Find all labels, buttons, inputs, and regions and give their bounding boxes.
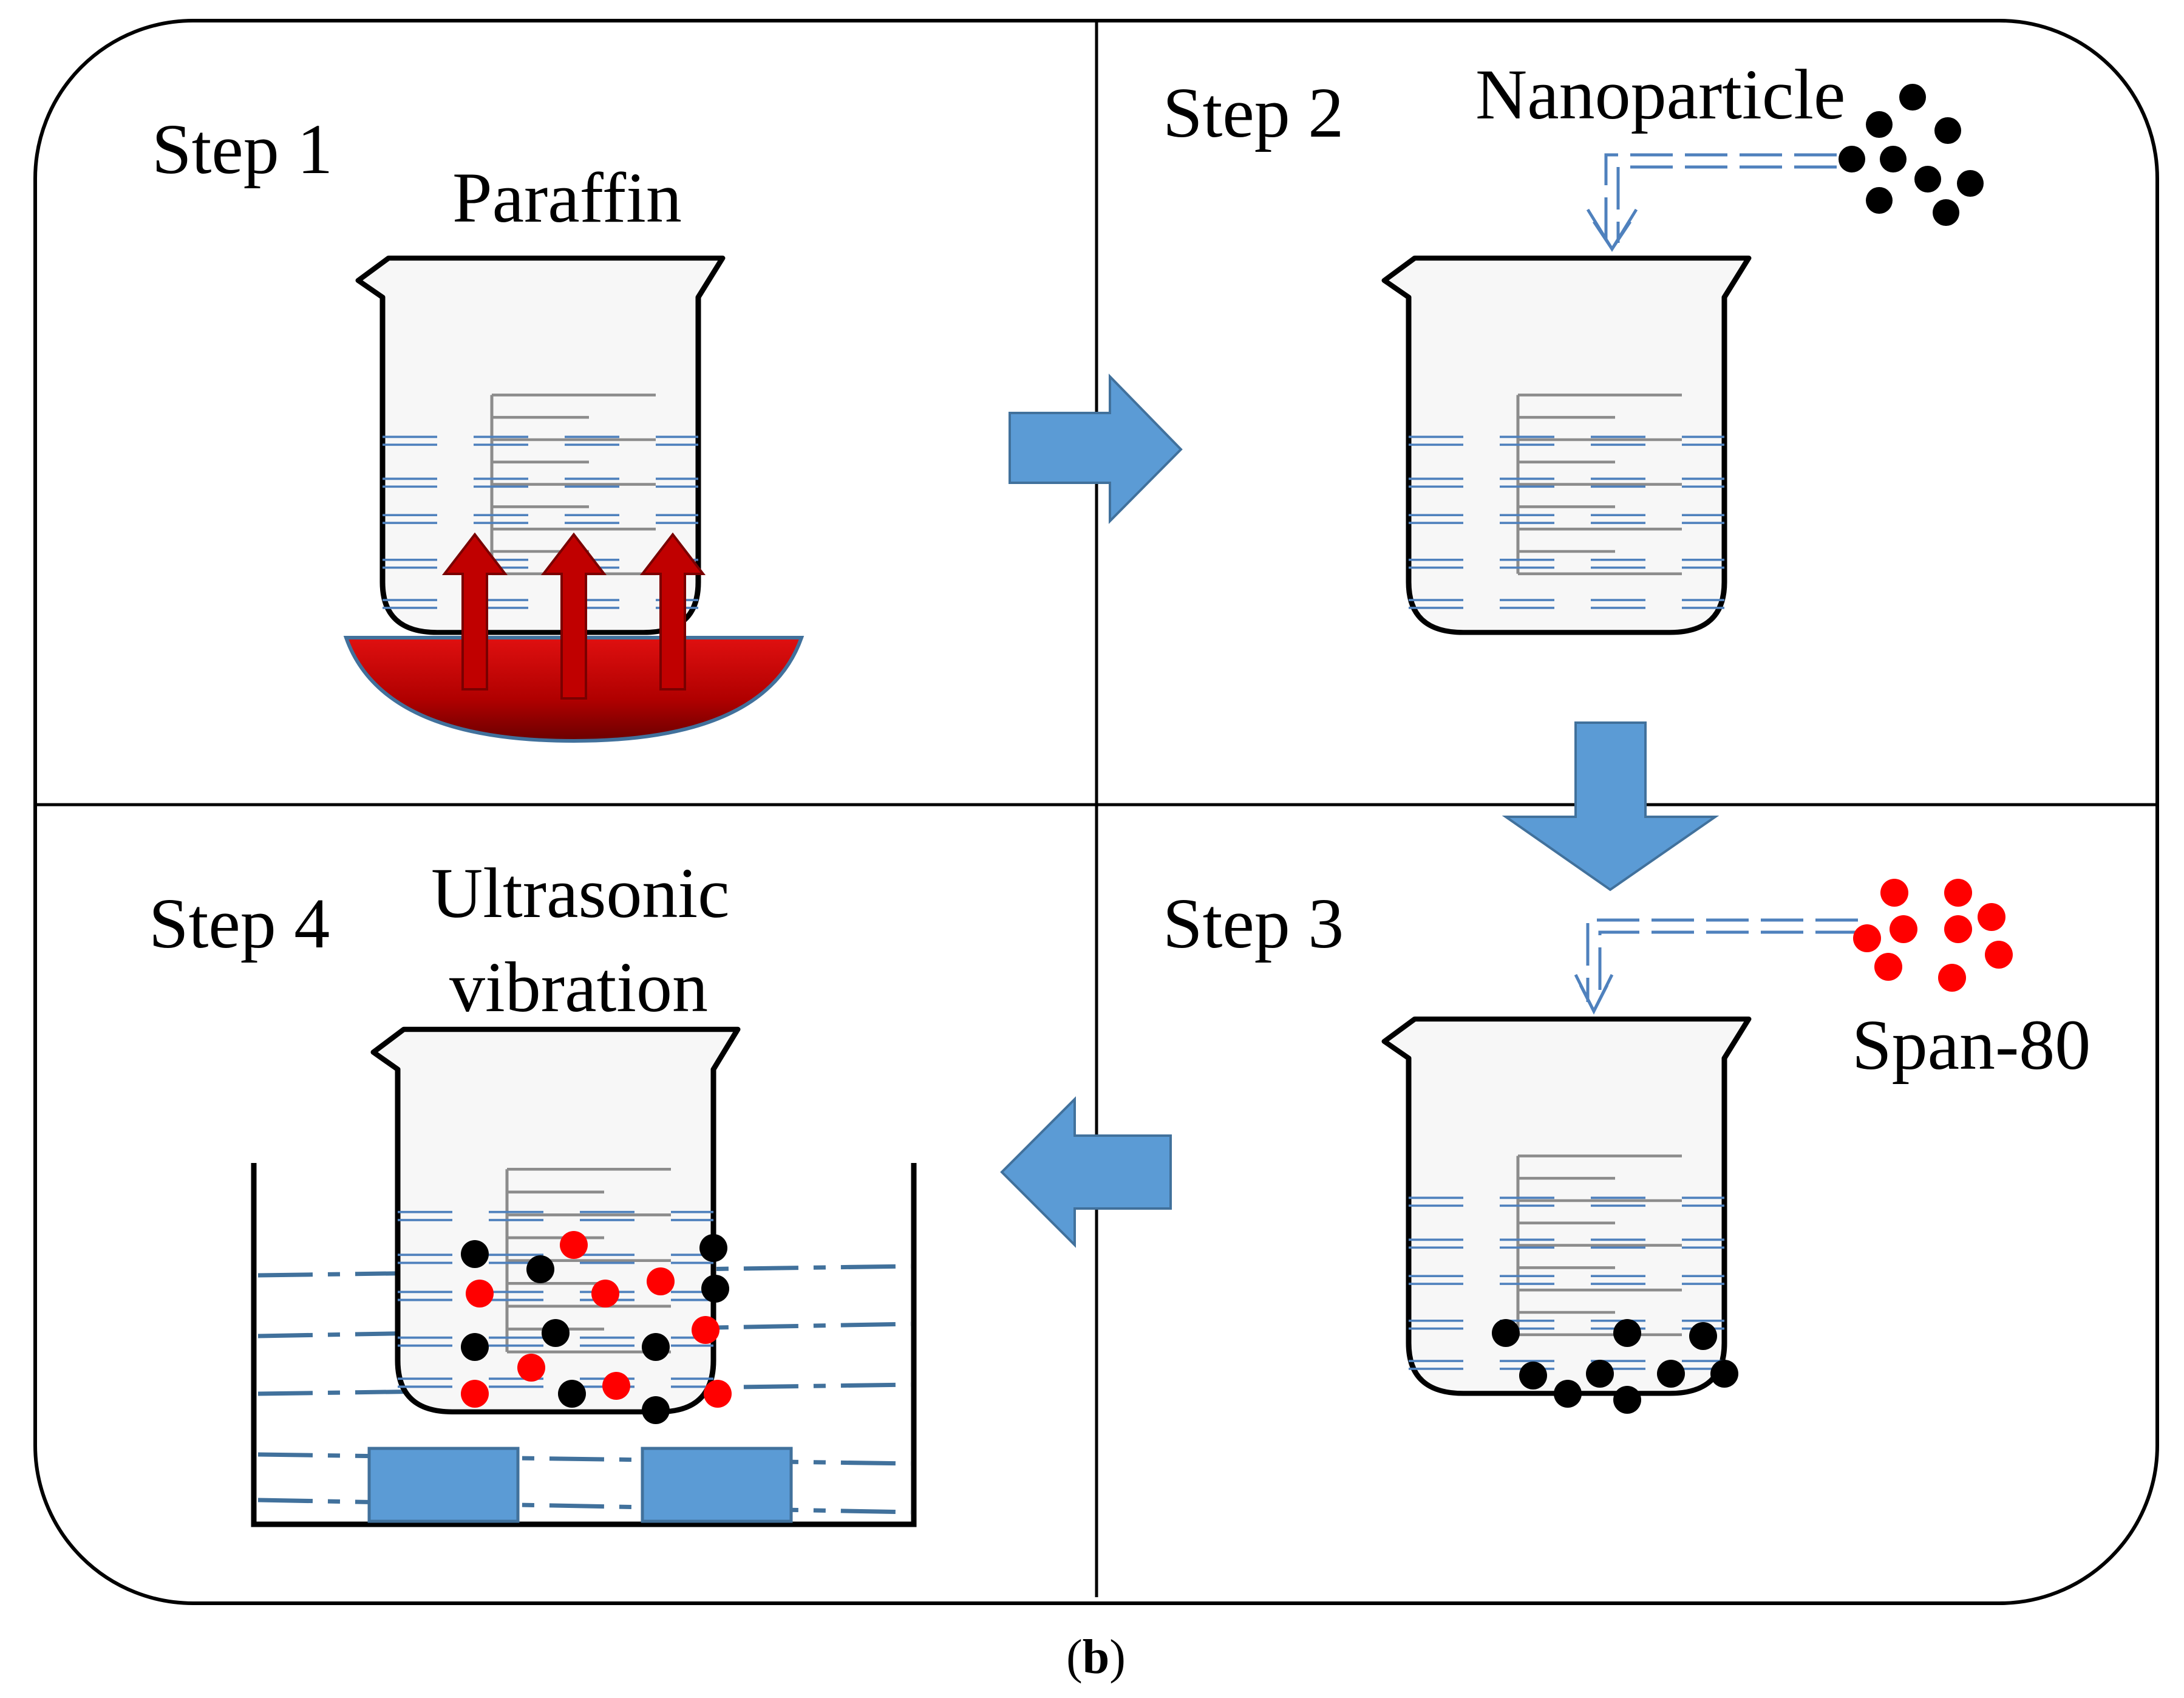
nanoparticle-dot xyxy=(1957,170,1984,197)
transducer-left xyxy=(367,1447,520,1523)
nanoparticle-dot xyxy=(558,1380,586,1408)
step4-label: Step 4 xyxy=(149,884,330,963)
span80-dot xyxy=(1985,941,2013,969)
span80-dot xyxy=(704,1380,732,1408)
ultrasonic-bath xyxy=(251,1163,917,1527)
step3-label: Step 3 xyxy=(1163,884,1344,963)
settled-nanoparticles xyxy=(1492,1319,1738,1414)
nanoparticle-dot xyxy=(1866,111,1893,138)
nanoparticle-dot xyxy=(526,1255,554,1283)
transducer-right xyxy=(641,1447,793,1523)
nanoparticle-dot xyxy=(1689,1322,1717,1350)
nanoparticle-dot xyxy=(1613,1319,1641,1347)
nanoparticle-dot xyxy=(1710,1360,1738,1388)
nanoparticle-dot xyxy=(1866,187,1893,214)
step1-panel: Step 1 Paraffin xyxy=(152,109,805,743)
ultrasonic-label: Ultrasonic xyxy=(431,853,730,933)
nanoparticle-dot xyxy=(1586,1360,1614,1388)
span80-label: Span-80 xyxy=(1852,1005,2090,1085)
step2-label: Step 2 xyxy=(1163,73,1344,152)
nanoparticle-dot xyxy=(1519,1362,1547,1389)
nanoparticle-dot xyxy=(461,1333,489,1361)
span80-cluster xyxy=(1853,879,2013,992)
span80-dot xyxy=(1853,924,1881,952)
nanoparticle-dot xyxy=(1613,1386,1641,1414)
span80-dot xyxy=(591,1280,619,1308)
span80-dot xyxy=(1890,915,1917,943)
nanoparticle-dot xyxy=(699,1234,727,1262)
caption-close-paren: ) xyxy=(1109,1631,1126,1684)
span80-dot xyxy=(1978,903,2005,931)
span80-dot xyxy=(517,1354,545,1382)
arrow-step2-to-step3 xyxy=(1502,721,1720,892)
span80-dot xyxy=(602,1372,630,1400)
figure-caption: (b) xyxy=(1066,1631,1126,1684)
caption-letter: b xyxy=(1083,1631,1110,1684)
nanoparticle-dot xyxy=(701,1275,729,1303)
nanoparticle-dot xyxy=(1839,146,1865,172)
heat-arrow-3 xyxy=(639,532,706,690)
nanoparticle-dot xyxy=(1880,146,1907,172)
span80-dot xyxy=(1880,879,1908,907)
heat-arrow-1 xyxy=(441,532,508,690)
nanoparticle-dot xyxy=(642,1396,670,1424)
heat-arrow-2 xyxy=(540,532,607,700)
nanoparticle-dot xyxy=(1933,199,1959,226)
span80-dot xyxy=(1944,915,1972,943)
nanoparticle-dot xyxy=(1934,117,1961,144)
span80-dot xyxy=(1938,964,1966,992)
dispersed-span80 xyxy=(461,1231,732,1408)
span80-dot xyxy=(647,1267,675,1295)
span80-feed-line xyxy=(1574,918,1858,1015)
dispersed-nanoparticles xyxy=(461,1234,729,1424)
heat-arrows xyxy=(441,532,706,700)
caption-open-paren: ( xyxy=(1066,1631,1083,1684)
nanoparticle-dot xyxy=(1657,1360,1685,1388)
step2-panel: Step 2 Nanoparticle xyxy=(1163,55,1984,632)
nanoparticle-feed-line xyxy=(1586,153,1837,252)
nanoparticle-dot xyxy=(1492,1319,1520,1347)
span80-dot xyxy=(461,1380,489,1408)
span80-dot xyxy=(466,1280,494,1308)
vibration-label: vibration xyxy=(449,947,708,1027)
step3-panel: Step 3 Span-80 xyxy=(1163,879,2090,1414)
nanoparticle-dot xyxy=(542,1319,570,1347)
step2-beaker xyxy=(1384,258,1749,632)
span80-dot xyxy=(560,1231,588,1259)
nanoparticle-dot xyxy=(1554,1380,1582,1408)
step1-label: Step 1 xyxy=(152,109,333,189)
span80-dot xyxy=(692,1316,719,1344)
nanoparticle-label: Nanoparticle xyxy=(1475,55,1845,134)
nanoparticle-dot xyxy=(1914,166,1941,193)
nanoparticle-dot xyxy=(642,1333,670,1361)
step4-panel: Step 4 Ultrasonic vibration xyxy=(149,853,917,1527)
nanoparticle-dot xyxy=(461,1240,489,1268)
span80-dot xyxy=(1874,953,1902,981)
nanoparticle-cluster xyxy=(1839,84,1984,226)
arrow-step3-to-step4 xyxy=(1000,1096,1172,1248)
arrow-step1-to-step2 xyxy=(1009,373,1183,524)
step4-beaker xyxy=(373,1029,738,1412)
span80-dot xyxy=(1944,879,1972,907)
nanoparticle-dot xyxy=(1899,84,1926,111)
paraffin-label: Paraffin xyxy=(452,158,682,237)
